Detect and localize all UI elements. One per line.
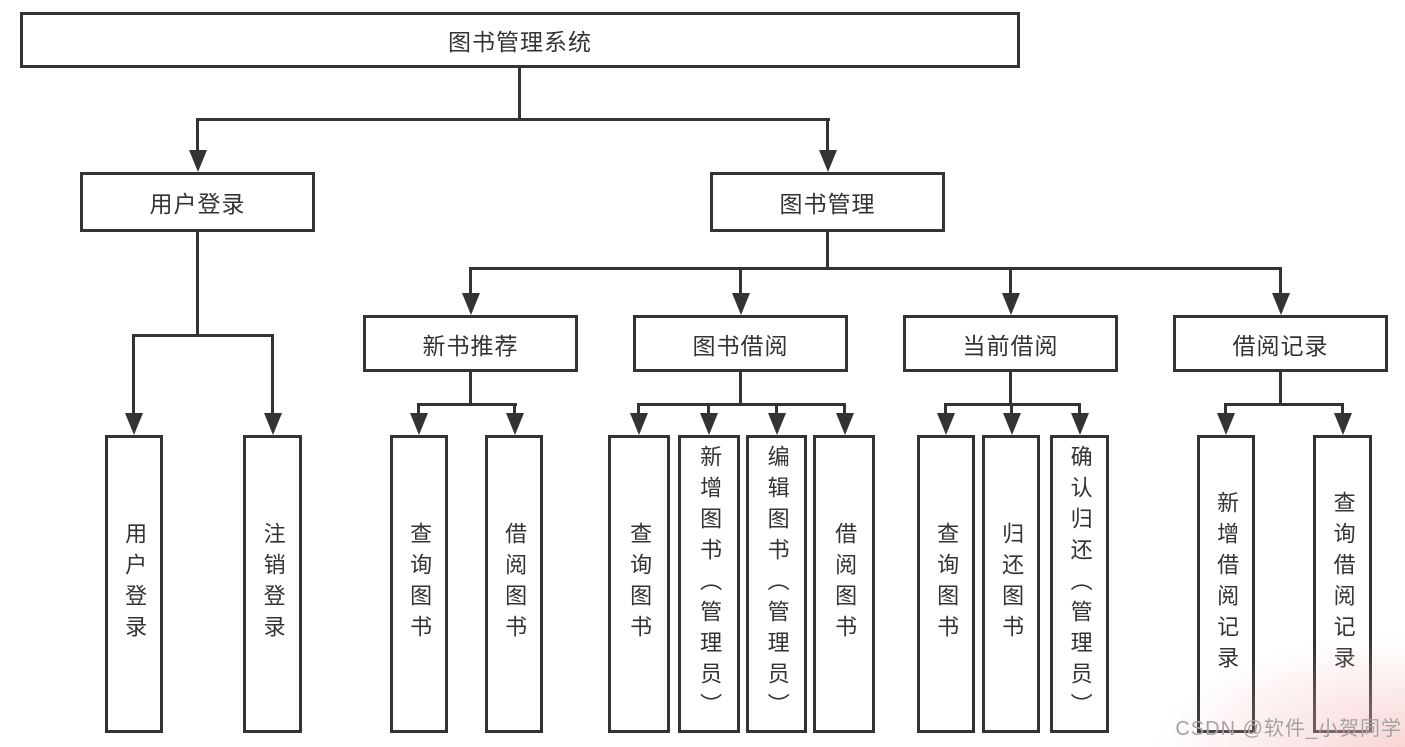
leaf-return-book: 归还图书 <box>982 435 1040 733</box>
leaf-label: 新增借阅记录 <box>1214 491 1240 677</box>
leaf-confirm-return-admin: 确认归还（管理员） <box>1050 435 1109 733</box>
arrowhead-icon <box>264 413 282 435</box>
connector-line <box>417 403 420 415</box>
leaf-query-borrow-record: 查询借阅记录 <box>1313 435 1372 733</box>
leaf-label: 用户登录 <box>122 522 148 646</box>
leaf-label: 归还图书 <box>999 522 1025 646</box>
arrowhead-icon <box>1071 413 1089 435</box>
connector-line <box>739 372 742 406</box>
arrowhead-icon <box>819 150 837 172</box>
connector-line <box>1009 372 1012 406</box>
connector-line <box>1279 372 1282 406</box>
leaf-borrow-book-recommend: 借阅图书 <box>485 435 543 733</box>
connector-line <box>1279 267 1282 295</box>
arrowhead-icon <box>1272 293 1290 315</box>
arrowhead-icon <box>700 413 718 435</box>
node-root-system: 图书管理系统 <box>20 12 1020 68</box>
connector-line <box>775 403 778 415</box>
connector-line <box>132 334 274 337</box>
connector-line <box>944 403 947 415</box>
leaf-label: 编辑图书（管理员） <box>764 444 790 724</box>
connector-line <box>826 232 829 270</box>
arrowhead-icon <box>410 413 428 435</box>
leaf-add-borrow-record: 新增借阅记录 <box>1197 435 1255 733</box>
leaf-edit-book-admin: 编辑图书（管理员） <box>746 435 807 733</box>
connector-line <box>132 334 135 415</box>
leaf-label: 查询图书 <box>627 522 653 646</box>
arrowhead-icon <box>1003 413 1021 435</box>
leaf-query-book-borrow: 查询图书 <box>608 435 670 733</box>
leaf-borrow-book: 借阅图书 <box>813 435 875 733</box>
connector-line <box>196 118 199 152</box>
arrowhead-icon <box>768 413 786 435</box>
leaf-user-login: 用户登录 <box>105 435 163 733</box>
arrowhead-icon <box>1334 413 1352 435</box>
leaf-label: 注销登录 <box>260 522 286 646</box>
leaf-query-book-recommend: 查询图书 <box>390 435 448 733</box>
connector-line <box>196 232 199 336</box>
leaf-label: 借阅图书 <box>502 522 528 646</box>
arrowhead-icon <box>506 413 524 435</box>
connector-line <box>469 372 472 406</box>
connector-line <box>739 267 742 295</box>
connector-line <box>637 403 846 406</box>
node-current-borrow: 当前借阅 <box>903 315 1118 372</box>
node-label: 借阅记录 <box>1232 332 1329 359</box>
leaf-label: 新增图书（管理员） <box>697 444 723 724</box>
node-label: 图书管理系统 <box>448 29 592 55</box>
node-label: 当前借阅 <box>962 332 1059 359</box>
connector-line <box>1010 403 1013 415</box>
connector-line <box>1009 267 1012 295</box>
leaf-query-book-current: 查询图书 <box>917 435 975 733</box>
connector-line <box>417 403 517 406</box>
arrowhead-icon <box>125 413 143 435</box>
arrowhead-icon <box>1002 293 1020 315</box>
connector-line <box>513 403 516 415</box>
node-label: 新书推荐 <box>422 332 519 359</box>
node-label: 图书管理 <box>779 191 876 217</box>
leaf-label: 查询图书 <box>407 522 433 646</box>
arrowhead-icon <box>189 150 207 172</box>
leaf-label: 借阅图书 <box>832 522 858 646</box>
connector-line <box>271 334 274 415</box>
leaf-label: 确认归还（管理员） <box>1067 444 1093 724</box>
connector-line <box>707 403 710 415</box>
node-new-book-recommend: 新书推荐 <box>363 315 578 372</box>
connector-line <box>518 68 521 120</box>
node-book-borrow: 图书借阅 <box>633 315 848 372</box>
connector-line <box>1224 403 1344 406</box>
connector-line <box>1078 403 1081 415</box>
csdn-watermark: CSDN @软件_小贺同学 <box>1175 718 1402 740</box>
node-book-management-module: 图书管理 <box>710 172 945 232</box>
arrowhead-icon <box>937 413 955 435</box>
leaf-label: 查询图书 <box>934 522 960 646</box>
node-borrow-record: 借阅记录 <box>1173 315 1388 372</box>
node-label: 图书借阅 <box>692 332 789 359</box>
leaf-add-book-admin: 新增图书（管理员） <box>678 435 740 733</box>
leaf-label: 查询借阅记录 <box>1330 491 1356 677</box>
connector-line <box>826 118 829 152</box>
connector-line <box>196 118 830 121</box>
node-user-login-module: 用户登录 <box>80 172 315 232</box>
arrowhead-icon <box>732 293 750 315</box>
arrowhead-icon <box>462 293 480 315</box>
connector-line <box>1341 403 1344 415</box>
connector-line <box>637 403 640 415</box>
arrowhead-icon <box>1217 413 1235 435</box>
connector-line <box>1224 403 1227 415</box>
leaf-logout: 注销登录 <box>243 435 302 733</box>
arrowhead-icon <box>836 413 854 435</box>
connector-line <box>469 267 472 295</box>
arrowhead-icon <box>630 413 648 435</box>
node-label: 用户登录 <box>149 191 246 217</box>
connector-line <box>843 403 846 415</box>
connector-line <box>469 267 1282 270</box>
